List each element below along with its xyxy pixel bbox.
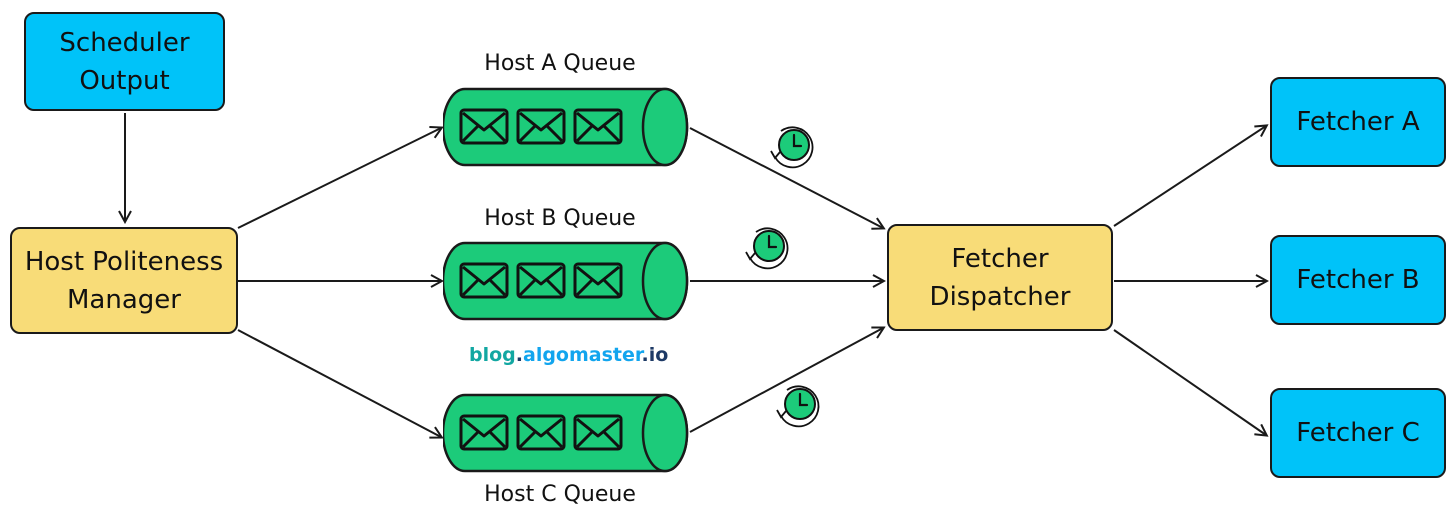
envelope-icon xyxy=(516,262,566,299)
envelope-icon xyxy=(516,108,566,145)
host-politeness-manager-box: Host Politeness Manager xyxy=(10,227,238,334)
host-a-queue xyxy=(443,87,689,167)
envelope-icon xyxy=(459,262,509,299)
dispatcher-label-line1: Fetcher xyxy=(951,243,1049,274)
envelope-icon xyxy=(459,414,509,451)
envelope-icon xyxy=(459,108,509,145)
fetcher-c-label: Fetcher C xyxy=(1296,418,1420,448)
watermark-dot1: . xyxy=(515,344,523,366)
host-a-queue-label: Host A Queue xyxy=(484,51,636,76)
arrow-queue-c-to-dispatcher xyxy=(689,328,883,433)
watermark-logo: blog.algomaster.io xyxy=(469,344,668,366)
queue-end-cap xyxy=(641,87,689,167)
envelope-icon xyxy=(573,108,623,145)
scheduler-output-label-line2: Output xyxy=(79,65,170,96)
politeness-label-line1: Host Politeness xyxy=(24,246,224,277)
arrow-dispatcher-to-fetcher-a xyxy=(1113,126,1266,227)
watermark-part2: algomaster xyxy=(523,344,642,366)
envelope-icon xyxy=(516,414,566,451)
arrow-politeness-to-queue-c xyxy=(237,329,441,437)
host-c-queue-label: Host C Queue xyxy=(484,482,636,507)
fetcher-a-label: Fetcher A xyxy=(1296,107,1420,137)
envelope-icon xyxy=(573,262,623,299)
clock-icon xyxy=(770,126,814,169)
watermark-dot2: . xyxy=(641,344,649,366)
scheduler-output-box: Scheduler Output xyxy=(24,12,225,111)
queue-end-cap xyxy=(641,393,689,473)
host-c-queue xyxy=(443,393,689,473)
arrow-dispatcher-to-fetcher-c xyxy=(1113,329,1266,435)
fetcher-b-label: Fetcher B xyxy=(1296,265,1420,295)
fetcher-b-box: Fetcher B xyxy=(1270,235,1446,325)
envelope-icon xyxy=(573,414,623,451)
watermark-part1: blog xyxy=(469,344,516,366)
watermark-part3: io xyxy=(648,344,669,366)
arrow-politeness-to-queue-a xyxy=(237,128,441,229)
fetcher-a-box: Fetcher A xyxy=(1270,77,1446,167)
fetcher-dispatcher-box: Fetcher Dispatcher xyxy=(887,224,1113,331)
host-b-queue-label: Host B Queue xyxy=(484,206,636,231)
host-b-queue xyxy=(443,241,689,321)
clock-icon xyxy=(776,385,820,428)
dispatcher-label-line2: Dispatcher xyxy=(929,281,1071,312)
queue-end-cap xyxy=(641,241,689,321)
scheduler-output-label-line1: Scheduler xyxy=(59,27,190,58)
clock-icon xyxy=(745,227,789,270)
politeness-label-line2: Manager xyxy=(67,284,181,315)
fetcher-c-box: Fetcher C xyxy=(1270,388,1446,478)
arrow-queue-a-to-dispatcher xyxy=(689,127,883,228)
